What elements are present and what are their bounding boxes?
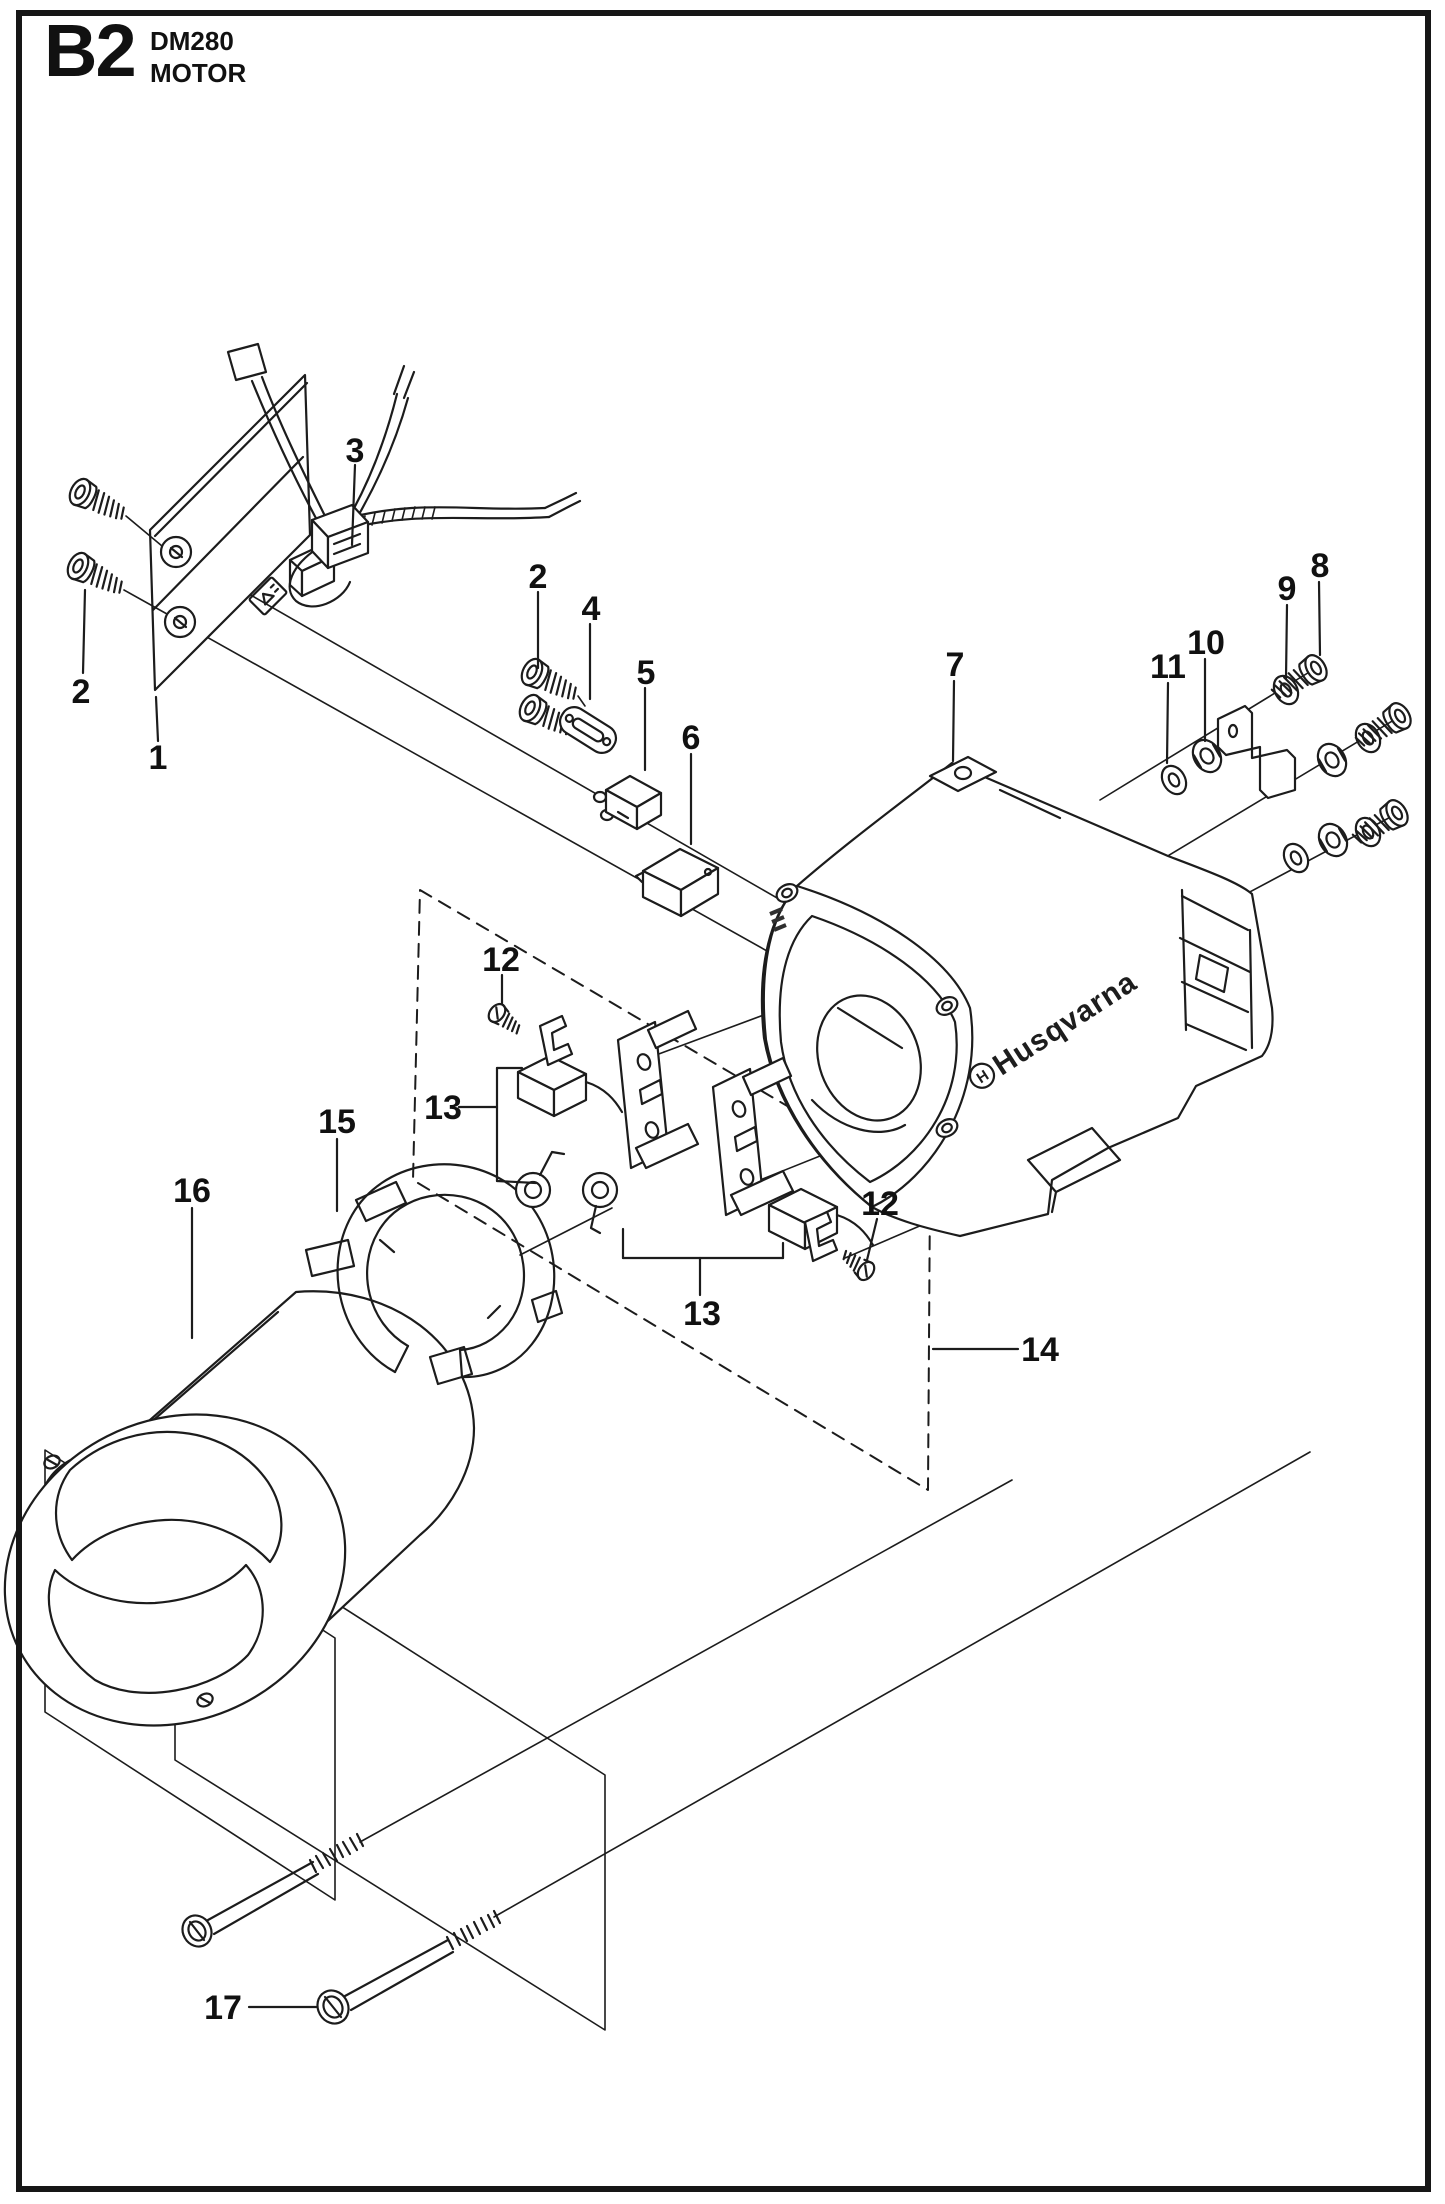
callout-11: 11	[1150, 648, 1186, 765]
callout-label: 7	[946, 646, 965, 684]
callout-label: 2	[72, 673, 91, 711]
callout-label: 4	[582, 590, 601, 628]
callout-leader	[865, 1217, 879, 1262]
rear-fastener-set-3	[1277, 795, 1414, 878]
part-13-brush-assembly	[514, 1009, 875, 1263]
part-6-capacitor	[634, 847, 720, 918]
callout-15: 15	[318, 1103, 356, 1213]
section-title: MOTOR	[150, 57, 247, 88]
long-bolt	[316, 1909, 502, 2025]
callout-label: 17	[204, 1989, 242, 2027]
brush-spring	[514, 1150, 566, 1209]
callout-bracket-lines	[495, 1066, 785, 1260]
callout-2: 2	[72, 588, 91, 711]
part-5-terminal-block	[592, 774, 663, 831]
part-1-cover-plate	[148, 373, 336, 692]
part-11-washer	[1155, 760, 1193, 800]
callout-label: 5	[637, 654, 656, 692]
callout-14: 14	[931, 1331, 1059, 1369]
model-number: DM280	[150, 26, 234, 56]
callout-label: 15	[318, 1103, 356, 1141]
callout-5: 5	[637, 654, 656, 772]
callout-leader	[951, 679, 956, 763]
callout-leader	[81, 588, 87, 675]
harness-connector	[326, 520, 370, 570]
callout-label: 11	[1150, 648, 1186, 686]
callout-label: 3	[346, 432, 365, 470]
callout-12: 12	[861, 1185, 899, 1262]
callout-label: 14	[1021, 1331, 1059, 1369]
callout-16: 16	[173, 1172, 211, 1340]
callout-4: 4	[582, 590, 601, 701]
callout-leader	[1317, 580, 1322, 657]
part-17-long-bolts	[181, 1832, 502, 2025]
warning-label-icon	[248, 576, 288, 616]
brush-spring	[581, 1171, 619, 1235]
callout-label: 8	[1311, 547, 1330, 585]
header-titles: DM280 MOTOR	[150, 26, 246, 89]
rear-fastener-set-2	[1311, 698, 1417, 783]
callout-17: 17	[204, 1989, 318, 2027]
callout-10: 10	[1187, 624, 1225, 743]
callout-leader	[1284, 603, 1289, 680]
callout-label: 16	[173, 1172, 211, 1210]
callout-13: 13	[424, 1089, 499, 1127]
callout-8: 8	[1311, 547, 1330, 657]
callout-label: 12	[482, 941, 520, 979]
callout-leader	[1165, 681, 1170, 765]
callout-label: 1	[149, 739, 168, 777]
callout-7: 7	[946, 646, 965, 763]
callout-leader	[154, 695, 160, 743]
part-10-latch-bracket	[1216, 704, 1297, 800]
long-bolt	[181, 1832, 365, 1948]
part-2-screws-left	[62, 474, 168, 615]
callout-3: 3	[346, 432, 365, 547]
callout-label: 13	[683, 1295, 721, 1333]
callout-leader	[350, 463, 357, 547]
part-16-stator	[3, 1290, 476, 1727]
stator-winding-bottom	[47, 1563, 264, 1694]
callout-label: 13	[424, 1089, 462, 1127]
callout-label: 2	[529, 558, 548, 596]
harness-sleeve	[226, 342, 268, 382]
callout-label: 6	[682, 719, 701, 757]
part-4-clamp	[558, 706, 618, 754]
housing-label-text	[769, 907, 787, 932]
callout-label: 12	[861, 1185, 899, 1223]
housing-front-rim	[762, 884, 974, 1209]
housing-rear-vents	[1178, 888, 1254, 1052]
callout-6: 6	[682, 719, 701, 846]
section-code: B2	[44, 9, 137, 92]
callout-9: 9	[1278, 570, 1297, 680]
brush-kit-dashed-outline	[412, 889, 931, 1491]
callout-1: 1	[149, 695, 168, 777]
part-7-motor-housing: H Husqvarna	[760, 755, 1274, 1238]
part-3-wiring-harness	[226, 342, 582, 608]
callout-bracket-line	[495, 1179, 538, 1185]
callout-label: 10	[1187, 624, 1225, 662]
part-15-bearing-bracket	[304, 1163, 564, 1386]
crown-h-icon	[968, 1062, 996, 1089]
callout-label: 9	[1278, 570, 1297, 608]
callout-12: 12	[482, 941, 520, 1006]
stator-winding-top	[55, 1430, 283, 1564]
callout-13: 13	[683, 1256, 721, 1333]
callout-2: 2	[529, 558, 548, 670]
